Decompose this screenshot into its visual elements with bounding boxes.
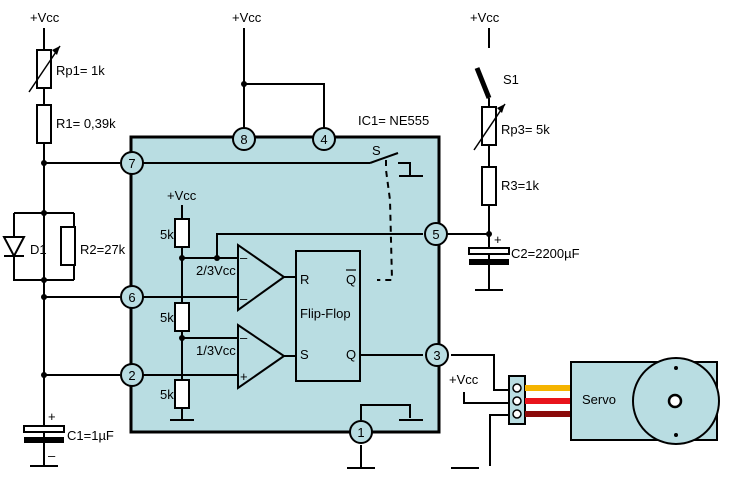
junction-vcc-top bbox=[241, 81, 247, 87]
pin-4 bbox=[312, 127, 336, 151]
c2-plate-neg bbox=[469, 259, 509, 265]
pin-5 bbox=[424, 222, 448, 246]
pin-8-label: 8 bbox=[240, 132, 247, 147]
divider-resistor-mid bbox=[174, 302, 190, 332]
c2-plate-pos bbox=[468, 247, 510, 255]
wire-vcc-servo bbox=[463, 392, 512, 404]
servo-shaft bbox=[667, 393, 683, 409]
comparator-upper bbox=[237, 243, 286, 312]
wire-vcc-pin4 bbox=[244, 83, 325, 128]
pin-6 bbox=[120, 285, 144, 309]
r2-label: R2=27k bbox=[80, 242, 126, 257]
servo-hole-top bbox=[674, 366, 678, 370]
ff-s-input: S bbox=[300, 347, 309, 362]
ff-r-input: R bbox=[300, 272, 309, 287]
pin-7 bbox=[120, 151, 144, 175]
vcc-label-left: +Vcc bbox=[30, 10, 60, 25]
c1-plate-pos bbox=[23, 425, 65, 433]
rp3-resistor bbox=[481, 106, 497, 146]
ref-upper-label: 2/3Vcc bbox=[196, 263, 236, 278]
rp1-arrow-line bbox=[28, 45, 61, 93]
pin-3-label: 3 bbox=[433, 348, 440, 363]
wire-pin1-internal bbox=[360, 404, 411, 420]
vcc-label-servo: +Vcc bbox=[449, 372, 479, 387]
connector-pin-gnd bbox=[512, 409, 522, 419]
wire-output-servo bbox=[451, 354, 512, 391]
d1-label: D1 bbox=[30, 242, 47, 257]
vcc-label-ic: +Vcc bbox=[232, 10, 262, 25]
qbar-dashed-link bbox=[377, 160, 394, 281]
divider-r-mid-label: 5k bbox=[160, 310, 174, 325]
s1-switch bbox=[474, 67, 492, 99]
comparator-lower bbox=[237, 323, 286, 390]
divider-resistor-bot bbox=[174, 379, 190, 409]
pin-7-label: 7 bbox=[128, 156, 135, 171]
r2-resistor bbox=[60, 226, 76, 266]
junction-pin7 bbox=[41, 160, 47, 166]
pin-2-label: 2 bbox=[128, 368, 135, 383]
divider-r-top-label: 5k bbox=[160, 227, 174, 242]
wire-d1r2-bot bbox=[13, 213, 74, 281]
rp3-arrow-head bbox=[497, 104, 505, 113]
ff-qbar-output: Q bbox=[346, 272, 356, 287]
r1-resistor bbox=[36, 104, 52, 144]
ic-name-label: IC1= NE555 bbox=[358, 113, 429, 128]
servo-label: Servo bbox=[582, 392, 616, 407]
flip-flop-block bbox=[295, 250, 361, 382]
c1-label: C1=1µF bbox=[67, 428, 114, 443]
servo-hole-bottom bbox=[674, 433, 678, 437]
divider-resistor-top bbox=[174, 218, 190, 248]
comp-lower-minus: – bbox=[240, 330, 248, 345]
wire-control-internal bbox=[216, 233, 423, 258]
junction-pin2 bbox=[41, 372, 47, 378]
pin-2 bbox=[120, 363, 144, 387]
r1-label: R1= 0,39k bbox=[56, 116, 116, 131]
ff-label: Flip-Flop bbox=[300, 306, 351, 321]
junction-ref-upper bbox=[179, 255, 185, 261]
c1-minus-label: – bbox=[48, 448, 56, 463]
pin-1-label: 1 bbox=[357, 425, 364, 440]
junction-d1-bot bbox=[41, 277, 47, 283]
rp1-arrow-head bbox=[52, 46, 60, 55]
rp3-arrow-line bbox=[473, 103, 506, 151]
r3-label: R3=1k bbox=[501, 178, 539, 193]
r3-resistor bbox=[481, 166, 497, 206]
wire-discharge-gnd bbox=[398, 162, 411, 176]
junction-ref-lower bbox=[179, 335, 185, 341]
junction-d1-top bbox=[41, 210, 47, 216]
pin-3 bbox=[425, 343, 449, 367]
connector-pin-vcc bbox=[512, 396, 522, 406]
c2-label: C2=2200µF bbox=[511, 246, 580, 261]
pin-4-label: 4 bbox=[320, 132, 327, 147]
discharge-switch-label: S bbox=[372, 143, 381, 158]
wire-gnd-servo bbox=[489, 414, 512, 466]
vcc-label-right: +Vcc bbox=[470, 10, 500, 25]
internal-vcc-label: +Vcc bbox=[167, 188, 197, 203]
pin-1 bbox=[349, 420, 373, 444]
pin-8 bbox=[232, 127, 256, 151]
s1-label: S1 bbox=[503, 72, 519, 87]
junction-pin5 bbox=[486, 231, 492, 237]
c1-plus-label: + bbox=[48, 409, 56, 424]
junction-pin6 bbox=[41, 294, 47, 300]
pin-6-label: 6 bbox=[128, 290, 135, 305]
ref-lower-label: 1/3Vcc bbox=[196, 343, 236, 358]
junction-control bbox=[214, 255, 220, 261]
d1-diode bbox=[2, 236, 26, 259]
comp-upper-minus: – bbox=[240, 250, 248, 265]
rp3-label: Rp3= 5k bbox=[501, 122, 550, 137]
c2-plus-label: + bbox=[494, 232, 502, 247]
pin-5-label: 5 bbox=[432, 227, 439, 242]
rp1-label: Rp1= 1k bbox=[56, 63, 105, 78]
comp-lower-plus: + bbox=[240, 369, 248, 384]
c1-plate-neg bbox=[24, 437, 64, 443]
comp-upper-plus: – bbox=[240, 291, 248, 306]
connector-pin-signal bbox=[512, 383, 522, 393]
divider-r-bot-label: 5k bbox=[160, 387, 174, 402]
ff-q-output: Q bbox=[346, 347, 356, 362]
discharge-switch bbox=[369, 152, 399, 164]
